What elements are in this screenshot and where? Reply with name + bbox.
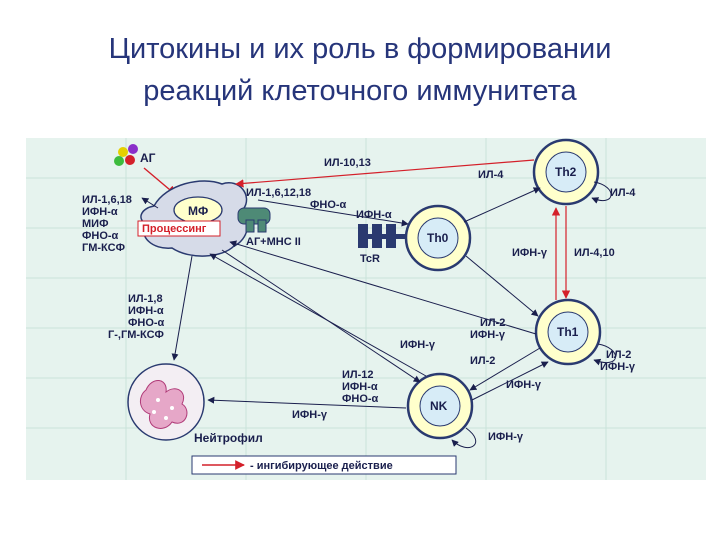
th1-to-mf-arrow xyxy=(229,240,537,335)
th1-to-nk-arrow xyxy=(469,347,541,391)
label-nk-in-1: ИФН-α xyxy=(342,381,378,393)
nk-self-arrow xyxy=(451,427,477,449)
label-il-4-right: ИЛ-4 xyxy=(610,187,636,199)
label-neutro-in-0: ИЛ-1,8 xyxy=(128,293,163,305)
legend: - ингибирующее действие xyxy=(191,455,457,475)
label-nk-in-2: ФНО-α xyxy=(342,393,379,405)
slide-title: Цитокины и их роль в формировании реакци… xyxy=(40,28,680,112)
label-il-2-th1-left: ИЛ-2 xyxy=(480,317,505,329)
mf-cytokine-3: ФНО-α xyxy=(82,230,119,242)
th0-cell: Th0 xyxy=(404,204,472,272)
macrophage-label: МФ xyxy=(188,204,208,218)
diagram-canvas: АГ МФ Процессинг АГ+MHC II TcR ИЛ-1,6,18… xyxy=(26,138,706,480)
th2-self-arrow xyxy=(591,181,612,204)
th2-to-mf-arrow xyxy=(235,159,535,188)
label-neutro-in-2: ФНО-α xyxy=(128,317,165,329)
label-ifn-gamma-to-mf: ИФН-γ xyxy=(400,339,436,351)
label-ifn-gamma-th1-left: ИФН-γ xyxy=(470,329,506,341)
antigen-icon xyxy=(114,144,138,166)
th1-self-arrow xyxy=(593,343,616,366)
legend-text: - ингибирующее действие xyxy=(250,460,393,472)
label-fno-alpha-top: ФНО-α xyxy=(310,199,347,211)
mf-cytokine-2: МИФ xyxy=(82,218,108,230)
th0-to-th1-arrow xyxy=(465,255,539,317)
th1-cell: Th1 xyxy=(534,298,602,366)
label-ifn-gamma-nk-self: ИФН-γ xyxy=(488,431,524,443)
label-il-4-10: ИЛ-4,10 xyxy=(574,247,615,259)
mf-to-nk-arrow xyxy=(221,249,421,383)
legend-box xyxy=(191,455,457,475)
label-ifn-gamma-neutro: ИФН-γ xyxy=(292,409,328,421)
mf-to-neutrophil-arrow xyxy=(171,255,193,361)
label-neutro-in-1: ИФН-α xyxy=(128,305,164,317)
label-nk-in-0: ИЛ-12 xyxy=(342,369,374,381)
label-il-2-mid: ИЛ-2 xyxy=(470,355,495,367)
label-il-2-right: ИЛ-2 xyxy=(606,349,631,361)
label-neutro-in-3: Г-,ГМ-КСФ xyxy=(108,329,164,341)
nk-to-neutrophil-arrow xyxy=(207,396,407,409)
label-il-10-13: ИЛ-10,13 xyxy=(324,157,371,169)
mf-cytokine-4: ГМ-КСФ xyxy=(82,242,125,254)
processing-label: Процессинг xyxy=(142,223,207,235)
processing-box xyxy=(137,220,221,237)
label-il-4-left: ИЛ-4 xyxy=(478,169,504,181)
nk-to-mf-arrow xyxy=(209,253,427,377)
arrows xyxy=(171,159,616,449)
th0-to-th2-arrow xyxy=(463,187,541,223)
nk-label: NK xyxy=(430,399,448,413)
tcr-label: TcR xyxy=(360,253,380,265)
tcr-receptor-icon xyxy=(358,224,406,248)
antigen-label: АГ xyxy=(140,151,156,165)
macrophage-cytokines: ИЛ-1,6,18 ИФН-α МИФ ФНО-α ГМ-КСФ xyxy=(82,194,132,254)
label-ifn-alpha-top: ИФН-α xyxy=(356,209,392,221)
neutrophil-cell xyxy=(127,363,205,441)
label-ifn-gamma-mid: ИФН-γ xyxy=(512,247,548,259)
cytokine-labels: ИЛ-10,13 ИЛ-1,6,12,18 ФНО-α ИФН-α ИЛ-4 И… xyxy=(108,157,636,443)
mf-to-th0-arrow xyxy=(257,199,409,227)
th0-label: Th0 xyxy=(427,231,449,245)
mf-cytokine-0: ИЛ-1,6,18 xyxy=(82,194,132,206)
label-il-1-6-12-18: ИЛ-1,6,12,18 xyxy=(246,187,311,199)
mf-cytokine-1: ИФН-α xyxy=(82,206,118,218)
mf-secretion-arrow xyxy=(141,197,159,209)
nk-to-th1-arrow xyxy=(471,361,549,401)
cytokine-diagram: АГ МФ Процессинг АГ+MHC II TcR ИЛ-1,6,18… xyxy=(26,138,706,480)
complex-label: АГ+MHC II xyxy=(246,236,301,248)
th2-cell: Th2 xyxy=(532,138,600,206)
title-line-2: реакций клеточного иммунитета xyxy=(143,75,577,107)
th1-label: Th1 xyxy=(557,325,579,339)
label-ifn-gamma-right: ИФН-γ xyxy=(600,361,636,373)
mhc-complex-icon xyxy=(237,207,271,233)
neutrophil-label: Нейтрофил xyxy=(194,431,263,445)
title-line-1: Цитокины и их роль в формировании xyxy=(108,33,612,65)
th2-label: Th2 xyxy=(555,165,577,179)
label-ifn-gamma-nk-th1: ИФН-γ xyxy=(506,379,542,391)
nk-cell: NK xyxy=(406,372,474,440)
